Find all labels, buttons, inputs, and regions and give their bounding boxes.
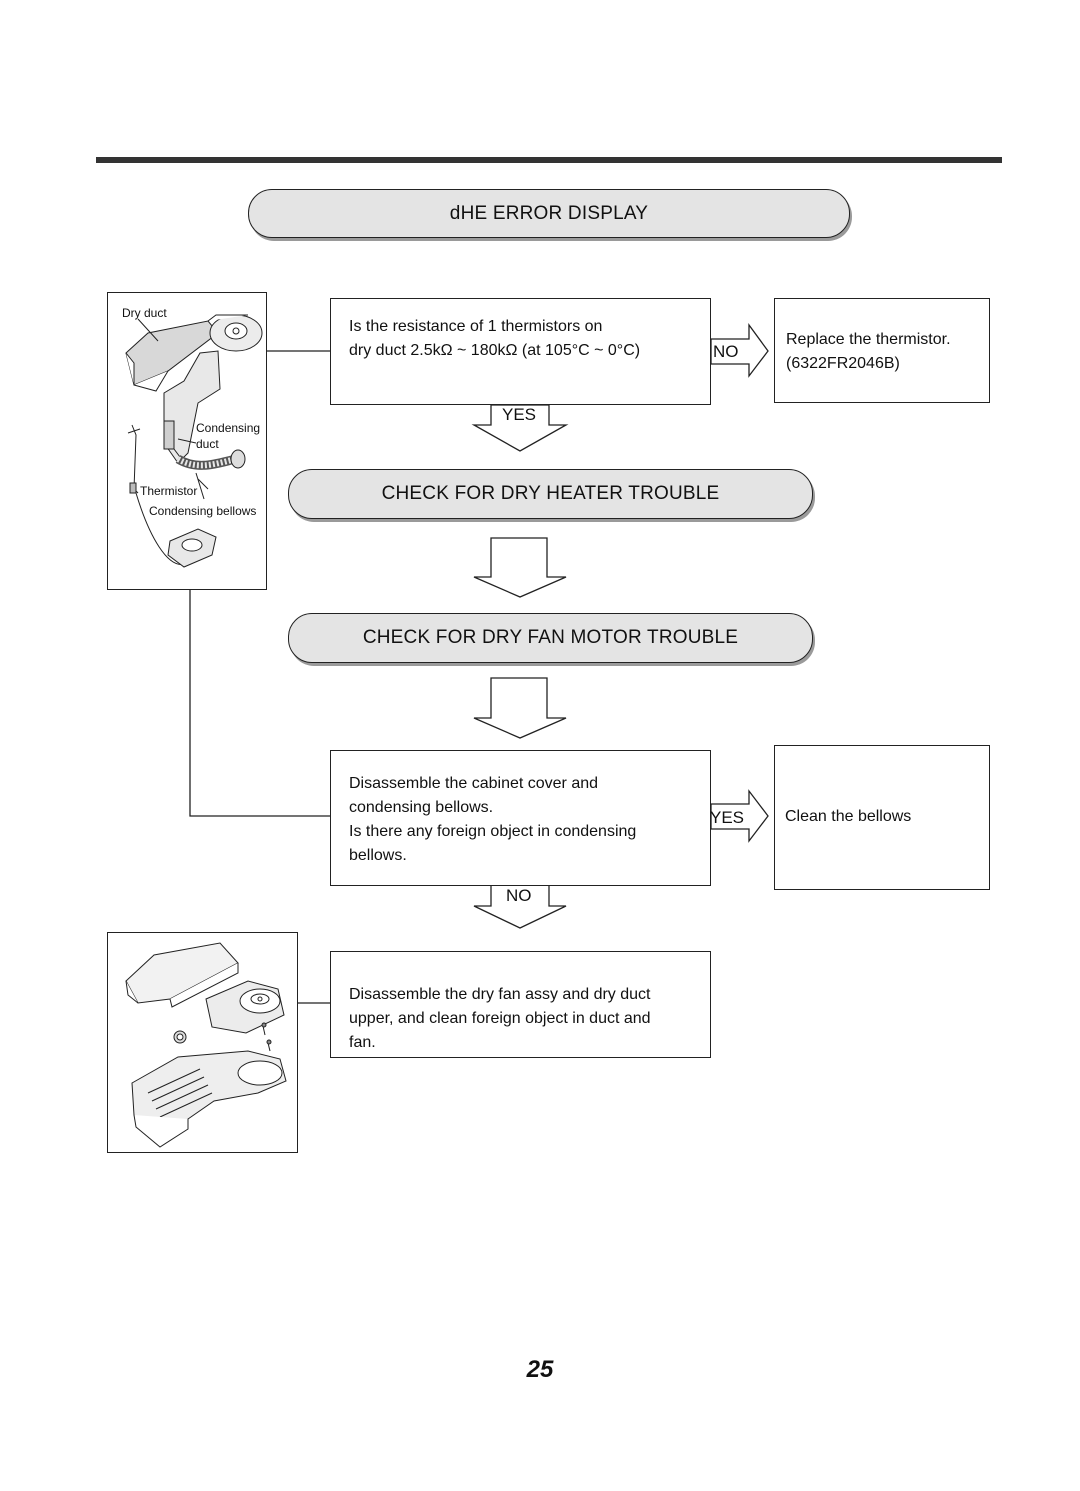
yes-arrow-right-2 xyxy=(710,789,769,843)
yes-label-2: YES xyxy=(710,808,745,827)
arrow-down-3 xyxy=(473,677,567,739)
yes-arrow-down-1 xyxy=(471,404,569,452)
error-title-pill: dHE ERROR DISPLAY xyxy=(248,189,850,238)
check-bellows-box: Disassemble the cabinet cover and conden… xyxy=(330,750,711,886)
clean-bellows-box: Clean the bellows xyxy=(774,745,990,890)
check-thermistor-line-1: Is the resistance of 1 thermistors on xyxy=(349,318,603,335)
fig-label-dry-duct: Dry duct xyxy=(122,306,167,320)
yes-label-1: YES xyxy=(502,405,537,424)
check-bellows-line-2: condensing bellows. xyxy=(349,799,494,816)
check-bellows-line-4: bellows. xyxy=(349,847,407,864)
fan-assy-drawing xyxy=(125,942,287,1148)
dry-heater-pill: CHECK FOR DRY HEATER TROUBLE xyxy=(288,469,813,519)
fig-label-thermistor: Thermistor xyxy=(140,484,197,498)
header-rule xyxy=(96,157,1002,163)
fig-label-condensing-bellows: Condensing bellows xyxy=(149,504,256,518)
arrow-down-2 xyxy=(473,537,567,598)
disassemble-line-3: fan. xyxy=(349,1034,376,1051)
replace-thermistor-line-2: (6322FR2046B) xyxy=(786,355,900,372)
replace-thermistor-line-1: Replace the thermistor. xyxy=(786,331,951,348)
no-label-1: NO xyxy=(713,342,739,361)
connector-figure-to-bellows xyxy=(189,589,331,817)
dry-fan-motor-pill: CHECK FOR DRY FAN MOTOR TROUBLE xyxy=(288,613,813,663)
check-thermistor-line-2: dry duct 2.5kΩ ~ 180kΩ (at 105°C ~ 0°C) xyxy=(349,342,641,359)
check-bellows-line-1: Disassemble the cabinet cover and xyxy=(349,775,599,792)
dry-duct-drawing: Dry duct Condensing duct Thermistor Cond… xyxy=(122,306,263,568)
disassemble-line-2: upper, and clean foreign object in duct … xyxy=(349,1010,651,1027)
dry-fan-motor-title: CHECK FOR DRY FAN MOTOR TROUBLE xyxy=(362,627,739,648)
fan-assy-figure xyxy=(107,932,298,1153)
no-arrow-down-2 xyxy=(473,883,567,929)
no-arrow-right-1 xyxy=(710,323,769,378)
check-thermistor-box: Is the resistance of 1 thermistors on dr… xyxy=(330,298,711,405)
replace-thermistor-box: Replace the thermistor. (6322FR2046B) xyxy=(774,298,990,403)
dry-duct-figure: Dry duct Condensing duct Thermistor Cond… xyxy=(107,292,267,590)
clean-bellows-text: Clean the bellows xyxy=(785,808,912,825)
fig-label-condensing: Condensing xyxy=(196,421,260,435)
no-label-2: NO xyxy=(506,886,532,905)
fig-label-duct: duct xyxy=(196,437,219,451)
check-bellows-line-3: Is there any foreign object in condensin… xyxy=(349,823,637,840)
dry-heater-title: CHECK FOR DRY HEATER TROUBLE xyxy=(381,483,720,504)
page-number: 25 xyxy=(526,1356,554,1383)
error-title: dHE ERROR DISPLAY xyxy=(449,202,649,224)
disassemble-line-1: Disassemble the dry fan assy and dry duc… xyxy=(349,986,651,1003)
disassemble-fan-box: Disassemble the dry fan assy and dry duc… xyxy=(330,951,711,1058)
